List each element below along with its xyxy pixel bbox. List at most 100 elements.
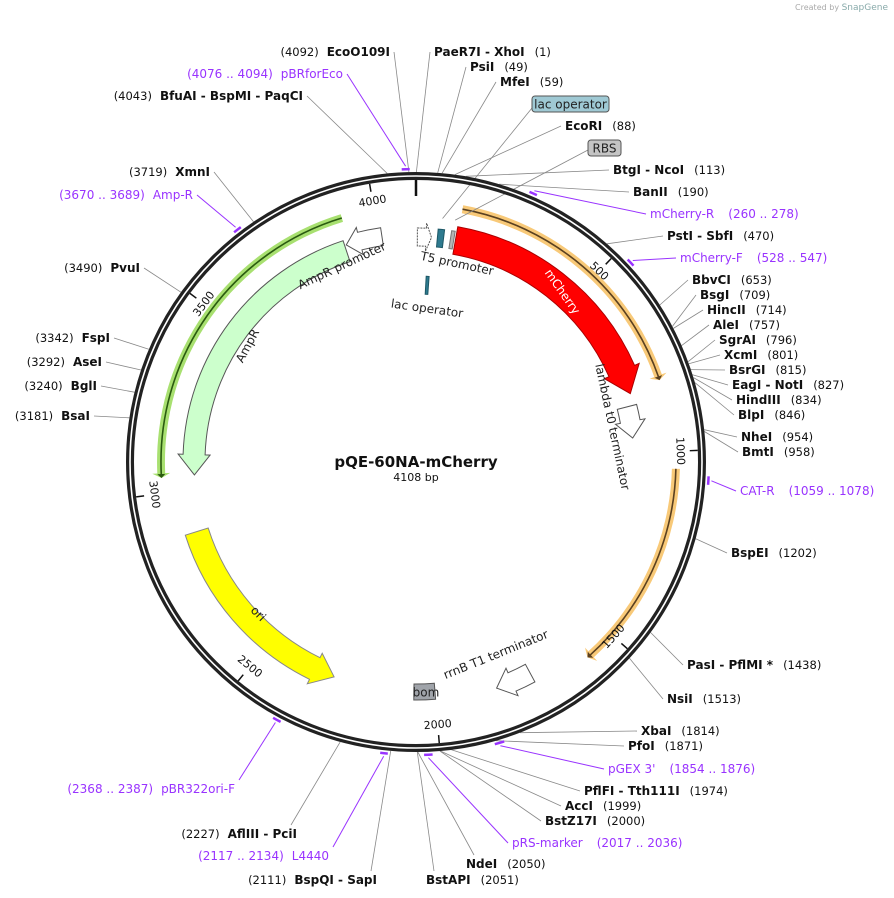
enzyme-site[interactable]: BbvCI(653)	[692, 273, 772, 287]
enzyme-site[interactable]: HincII(714)	[707, 303, 787, 317]
feature-bom[interactable]	[413, 682, 437, 701]
primer-mark[interactable]	[529, 190, 538, 197]
enzyme-leader-line	[441, 81, 497, 174]
feature-t5-promoter[interactable]	[416, 223, 433, 252]
enzyme-position: (88)	[612, 119, 636, 133]
primer-range: (528 .. 547)	[757, 251, 827, 265]
primer-label[interactable]: (4076 .. 4094)pBRforEco	[187, 67, 343, 81]
enzyme-site[interactable]: BmtI(958)	[742, 445, 815, 459]
feature-mcherry[interactable]	[452, 226, 640, 395]
primer-label[interactable]: mCherry-F(528 .. 547)	[680, 251, 827, 265]
feature-band-arrowhead	[587, 651, 594, 658]
feature-ampr-promoter[interactable]	[345, 226, 384, 256]
primer-mark[interactable]	[272, 716, 282, 724]
enzyme-site[interactable]: (3490)PvuI	[64, 261, 140, 275]
enzyme-leader-line	[105, 361, 142, 371]
primer-leader-line	[238, 722, 276, 781]
primer-label[interactable]: CAT-R(1059 .. 1078)	[740, 484, 874, 498]
enzyme-site[interactable]: BsgI(709)	[700, 288, 770, 302]
primer-mark[interactable]	[494, 740, 505, 746]
enzyme-site[interactable]: (2111)BspQI - SapI	[248, 873, 377, 887]
feature-lac-operator[interactable]	[424, 275, 430, 295]
enzyme-position: (796)	[766, 333, 797, 347]
feature-rbs[interactable]	[448, 230, 456, 250]
primer-mark[interactable]	[380, 751, 388, 755]
feature-lambda-t0-terminator[interactable]	[614, 403, 647, 439]
feature-ori[interactable]	[184, 527, 335, 685]
enzyme-site[interactable]: PsiI(49)	[470, 60, 528, 74]
primer-label[interactable]: pRS-marker(2017 .. 2036)	[512, 836, 682, 850]
enzyme-site[interactable]: (3181)BsaI	[15, 409, 90, 423]
enzyme-site[interactable]: PaeR7I - XhoI(1)	[434, 45, 551, 59]
enzyme-site[interactable]: BanII(190)	[633, 185, 709, 199]
primer-leader-line	[332, 755, 385, 848]
enzyme-site[interactable]: (4043)BfuAI - BspMI - PaqCI	[114, 89, 303, 103]
enzyme-name: SgrAI	[719, 333, 756, 347]
enzyme-site[interactable]: (3292)AseI	[27, 355, 102, 369]
enzyme-name: BtgI - NcoI	[613, 163, 684, 177]
enzyme-site[interactable]: BstAPI(2051)	[426, 873, 519, 887]
enzyme-site[interactable]: PstI - SbfI(470)	[667, 229, 774, 243]
enzyme-position: (954)	[782, 430, 813, 444]
feature-band[interactable]	[585, 468, 680, 661]
tick-label: 1500	[599, 622, 627, 652]
feature-ampr[interactable]	[177, 240, 351, 476]
tick-mark	[237, 674, 244, 682]
enzyme-site[interactable]: XbaI(1814)	[641, 724, 720, 738]
feature-band[interactable]	[152, 214, 343, 478]
enzyme-site[interactable]: (3719)XmnI	[129, 165, 210, 179]
enzyme-leader-line	[393, 51, 410, 173]
primer-name: pGEX 3'	[608, 762, 655, 776]
enzyme-site[interactable]: EagI - NotI(827)	[732, 378, 844, 392]
tick-label: 2000	[423, 717, 452, 732]
enzyme-site[interactable]: NsiI(1513)	[667, 692, 741, 706]
primer-mark[interactable]	[233, 226, 242, 234]
enzyme-site[interactable]: BspEI(1202)	[731, 546, 817, 560]
enzyme-name: EcoO109I	[327, 45, 390, 59]
enzyme-position: (834)	[791, 393, 822, 407]
enzyme-name: XmnI	[175, 165, 210, 179]
enzyme-name: EcoRI	[565, 119, 602, 133]
primer-label[interactable]: pGEX 3'(1854 .. 1876)	[608, 762, 755, 776]
enzyme-site[interactable]: BstZ17I(2000)	[545, 814, 645, 828]
feature-rrnb-t1-terminator[interactable]	[495, 663, 536, 697]
feature-label: lac operator	[390, 297, 464, 321]
primer-label[interactable]: (3670 .. 3689)Amp-R	[59, 188, 193, 202]
enzyme-site[interactable]: (3240)BglI	[24, 379, 97, 393]
enzyme-position: (2051)	[481, 873, 519, 887]
enzyme-site[interactable]: PflFI - Tth111I(1974)	[584, 784, 728, 798]
feature-band-arrowhead	[654, 375, 663, 381]
primer-label[interactable]: (2117 .. 2134)L4440	[198, 849, 329, 863]
enzyme-site[interactable]: PfoI(1871)	[628, 739, 703, 753]
enzyme-site[interactable]: (2227)AflIII - PciI	[181, 827, 297, 841]
enzyme-site[interactable]: BsrGI(815)	[729, 363, 806, 377]
enzyme-site[interactable]: HindIII(834)	[736, 393, 822, 407]
enzyme-name: HincII	[707, 303, 746, 317]
enzyme-site[interactable]: (3342)FspI	[35, 331, 110, 345]
primer-mark[interactable]	[706, 476, 710, 485]
enzyme-site[interactable]: AleI(757)	[713, 318, 780, 332]
enzyme-site[interactable]: BlpI(846)	[738, 408, 805, 422]
enzyme-name: BsgI	[700, 288, 729, 302]
enzyme-site[interactable]: SgrAI (796)	[719, 333, 797, 347]
enzyme-name: XbaI	[641, 724, 671, 738]
primer-label[interactable]: mCherry-R(260 .. 278)	[650, 207, 799, 221]
enzyme-site[interactable]: NdeI(2050)	[466, 857, 546, 871]
enzyme-site[interactable]: PasI - PflMI *(1438)	[687, 658, 821, 672]
enzyme-site[interactable]: BtgI - NcoI(113)	[613, 163, 725, 177]
enzyme-name: NsiI	[667, 692, 693, 706]
enzyme-site[interactable]: EcoRI (88)	[565, 119, 636, 133]
tick-mark	[620, 642, 628, 650]
enzyme-site[interactable]: (4092)EcoO109I	[280, 45, 390, 59]
feature-lac-operator[interactable]	[435, 228, 446, 249]
rbs-callout-box[interactable]	[587, 139, 622, 157]
primer-mark[interactable]	[626, 258, 635, 267]
enzyme-site[interactable]: XcmI(801)	[724, 348, 798, 362]
enzyme-site[interactable]: AccI(1999)	[565, 799, 641, 813]
tick-label: 3000	[146, 480, 162, 509]
enzyme-site[interactable]: MfeI(59)	[500, 75, 563, 89]
primer-label[interactable]: (2368 .. 2387)pBR322ori-F	[67, 782, 235, 796]
lac-operator-callout-box[interactable]	[531, 95, 610, 113]
enzyme-leader-line	[659, 279, 689, 306]
enzyme-site[interactable]: NheI(954)	[741, 430, 813, 444]
